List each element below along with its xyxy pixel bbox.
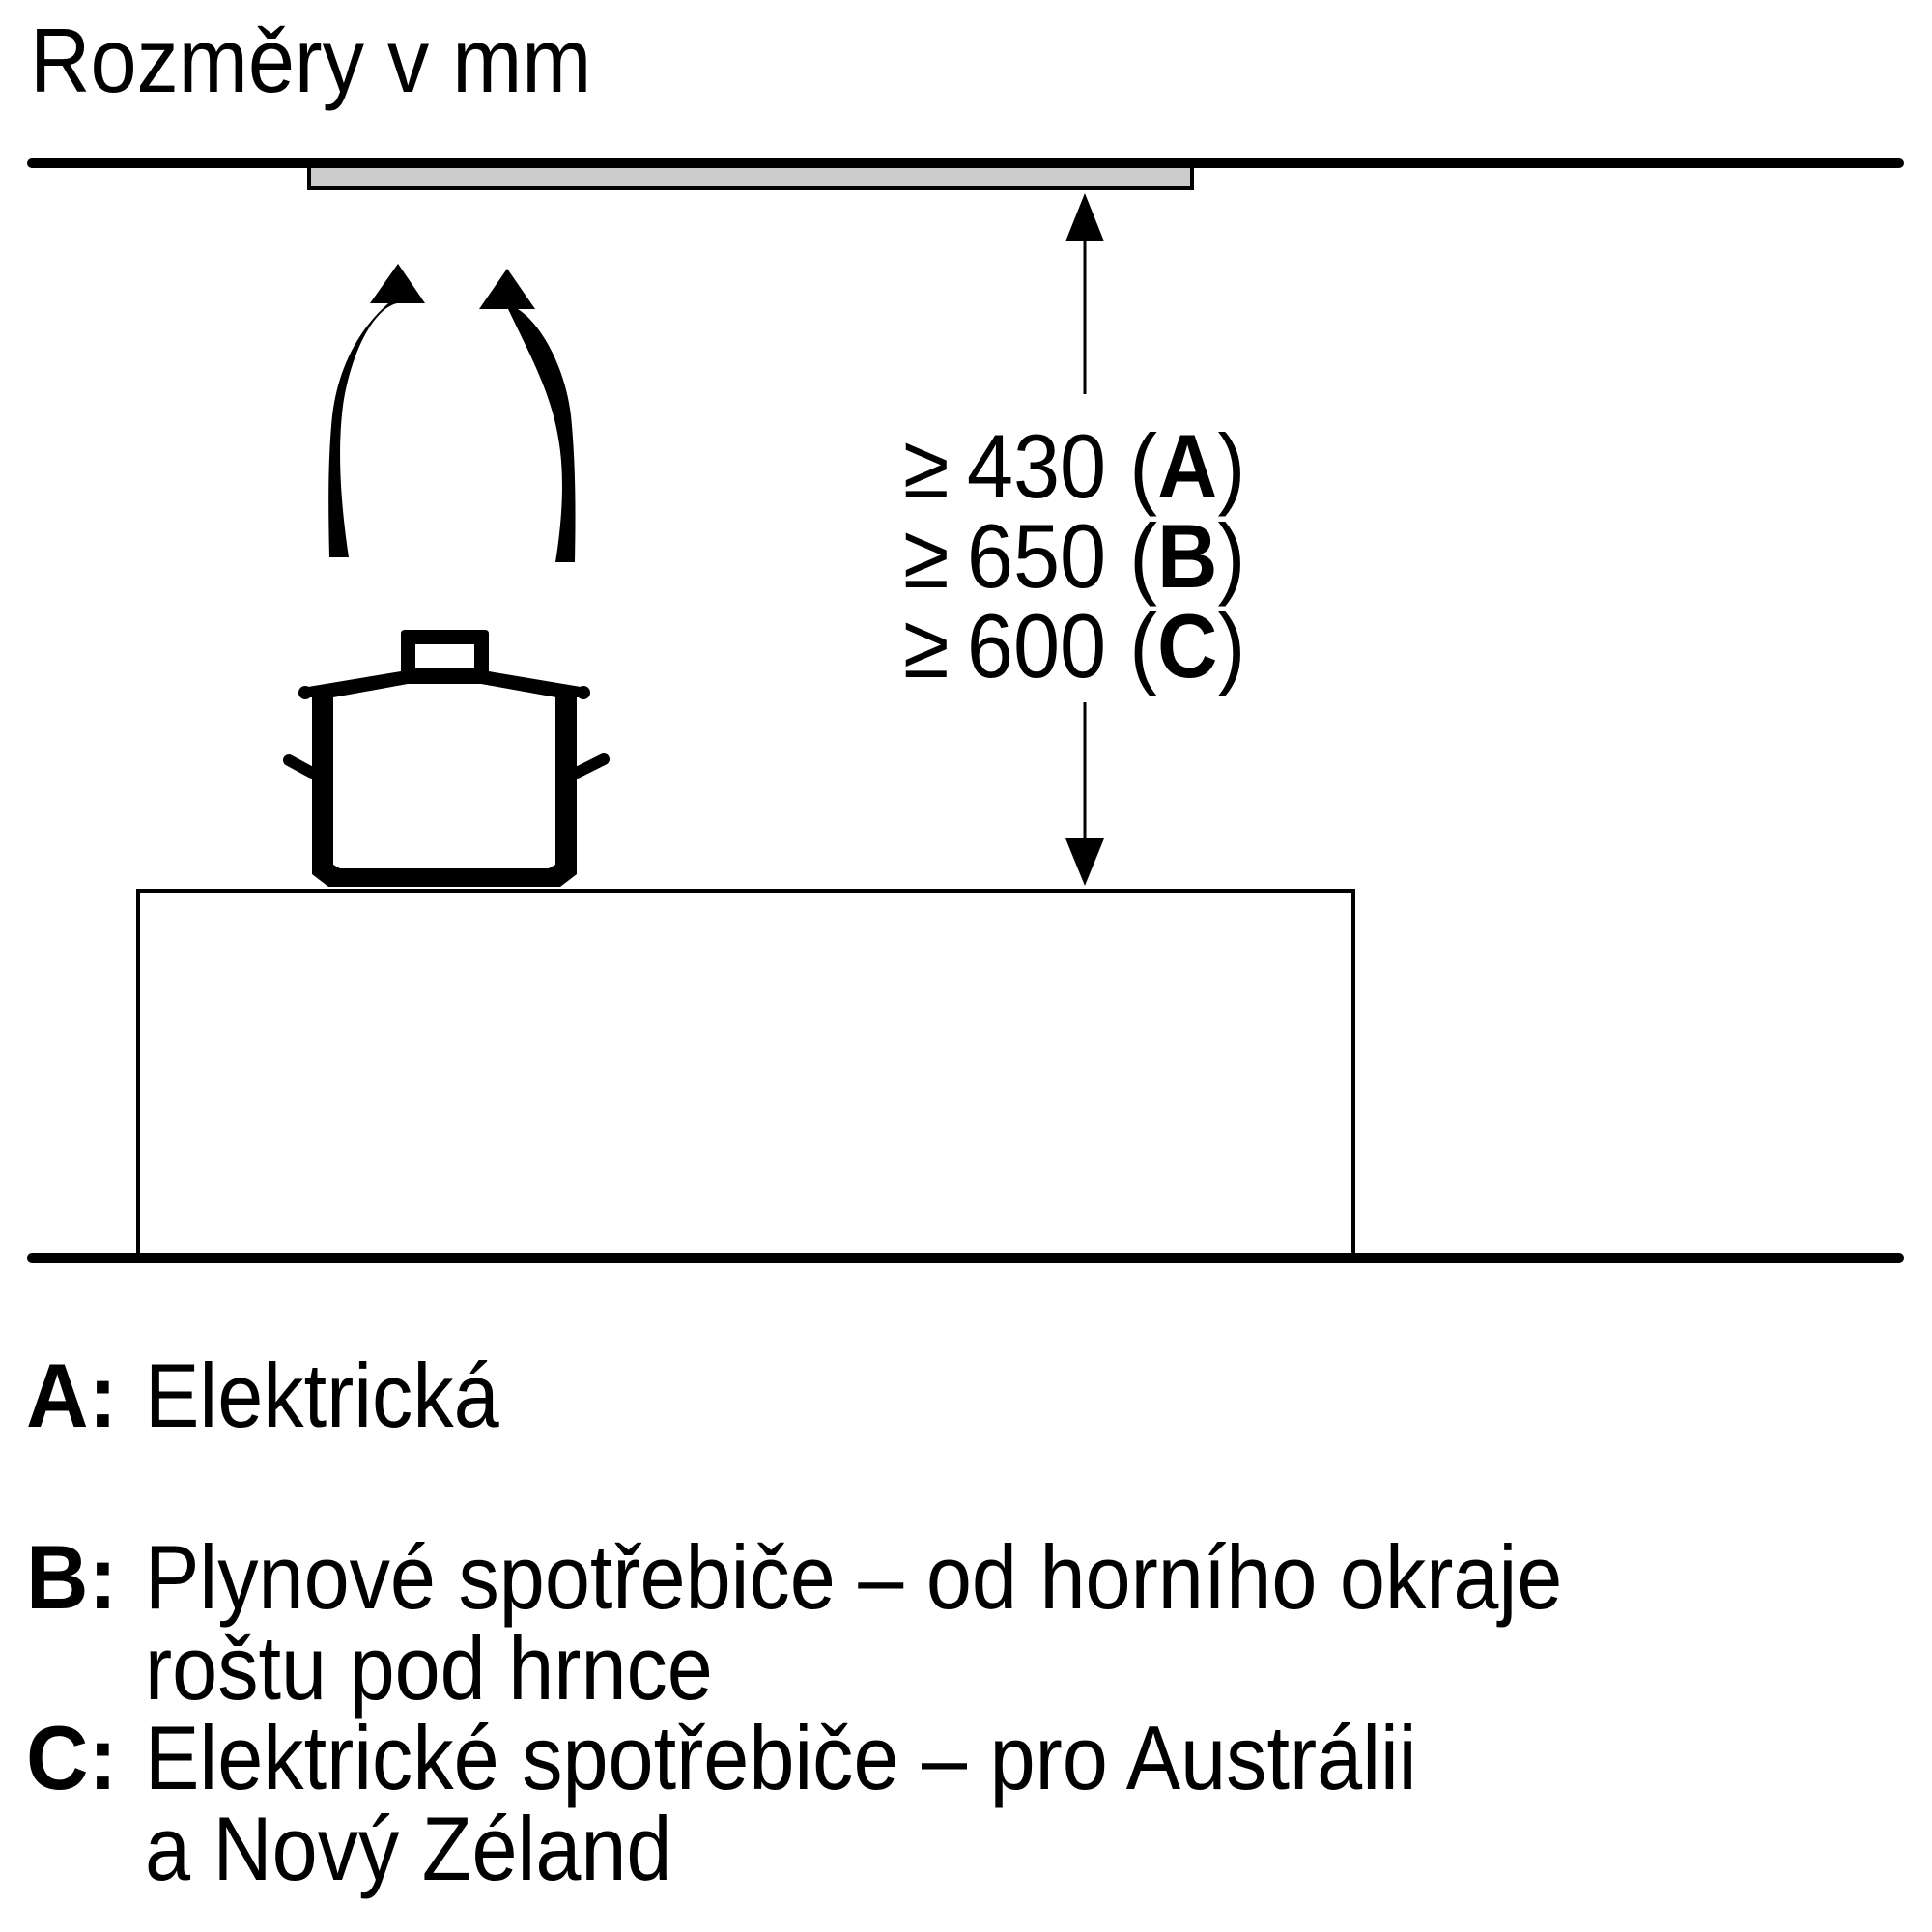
- legend-key: B:: [26, 1526, 118, 1628]
- legend-text: Elektrická: [145, 1345, 499, 1446]
- legend-item-b: B: Plynové spotřebiče – od horního okraj…: [0, 1532, 1932, 1725]
- pot-icon: [283, 630, 610, 887]
- extractor-hood-panel: [307, 164, 1194, 190]
- dimension-label-c: ≥600 (C): [903, 595, 1246, 696]
- page-title: Rozměry v mm: [30, 10, 592, 111]
- dimension-key: C: [1157, 595, 1218, 696]
- legend-text-continued: a Nový Zéland: [145, 1798, 672, 1899]
- legend-text: Plynové spotřebiče – od horního okraje: [145, 1526, 1563, 1628]
- legend-text: Elektrické spotřebiče – pro Austrálii: [145, 1707, 1417, 1808]
- rising-steam-arrow-icon: [479, 269, 576, 562]
- dimension-label-b: ≥650 (B): [903, 505, 1246, 607]
- dimension-key: B: [1157, 505, 1218, 607]
- rising-steam-arrow-icon: [328, 264, 425, 557]
- dimension-arrow-icon: [1065, 193, 1104, 886]
- legend-item-c: C: Elektrické spotřebiče – pro Austrálii…: [0, 1713, 1932, 1906]
- dimension-value: 430: [966, 415, 1107, 517]
- dimension-value: 600: [966, 595, 1107, 696]
- dimension-value: 650: [966, 505, 1107, 607]
- dimension-label-a: ≥430 (A): [903, 415, 1246, 517]
- counter-cabinet: [136, 889, 1355, 1258]
- legend-key: C:: [26, 1707, 118, 1808]
- legend-key: A:: [26, 1345, 118, 1446]
- legend-text-continued: roštu pod hrnce: [145, 1617, 713, 1719]
- legend-item-a: A: Elektrická: [0, 1350, 1932, 1447]
- dimension-key: A: [1157, 415, 1218, 517]
